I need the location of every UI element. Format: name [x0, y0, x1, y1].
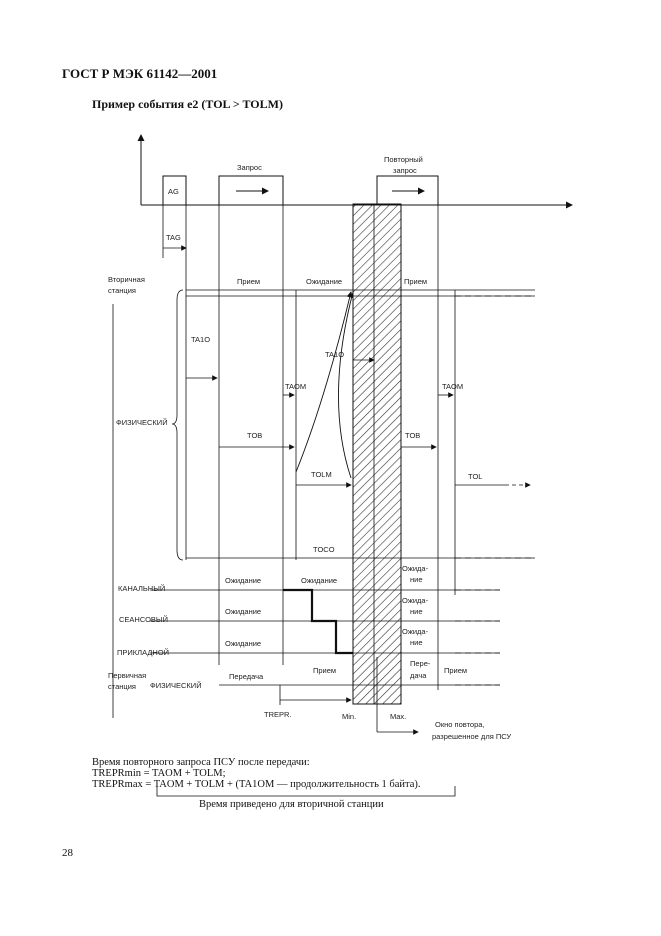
receive-label-2: Прием	[404, 277, 427, 286]
ta1o-mid-label: TA1O	[325, 350, 344, 359]
repeat-request-pulse	[376, 175, 439, 206]
trepr-label: TREPR.	[264, 710, 292, 719]
channel-label: КАНАЛЬНЫЙ	[118, 584, 165, 593]
ta1o-left-label: TA1O	[191, 335, 210, 344]
transmit-label: Передача	[229, 672, 264, 681]
repeat-request-label-1: Повторный	[384, 155, 423, 164]
formula-bracket	[156, 786, 456, 797]
note-line-2: TREPRmin = TAOM + TOLM;	[92, 768, 226, 779]
note-line-3: TREPRmax = TAOM + TOLM + (TA1OM — продол…	[92, 779, 421, 790]
taom-label-1: TAOM	[285, 382, 306, 391]
transmit-2-b: дача	[410, 671, 427, 680]
max-label: Max.	[390, 712, 406, 721]
note-line-4: Время приведено для вторичной станции	[199, 799, 384, 810]
physical-label: ФИЗИЧЕСКИЙ	[116, 418, 168, 427]
wait-label: Ожидание	[306, 277, 342, 286]
repeat-window-hatch	[352, 203, 402, 705]
tob-label-1: TOB	[247, 431, 262, 440]
note-line-1: Время повторного запроса ПСУ после перед…	[92, 757, 310, 768]
primary-station-label-2: станция	[108, 682, 136, 691]
wait-application-label: Ожидание	[225, 639, 261, 648]
receive-label: Прием	[237, 277, 260, 286]
toco-label: TOCO	[313, 545, 335, 554]
tolm-label: TOLM	[311, 470, 332, 479]
wait-r3-b: ние	[410, 638, 423, 647]
tol-label: TOL	[468, 472, 482, 481]
wait-channel-label-2: Ожидание	[301, 576, 337, 585]
receive-primary-label-2: Прием	[444, 666, 467, 675]
example-title: Пример события е2 (TOL > TOLM)	[92, 97, 283, 111]
wait-session-label: Ожидание	[225, 607, 261, 616]
session-label: СЕАНСОВЫЙ	[119, 615, 168, 624]
request-pulse	[218, 175, 284, 206]
repeat-request-label-2: запрос	[393, 166, 417, 175]
request-label: Запрос	[237, 163, 262, 172]
physical-brace	[171, 289, 184, 561]
wait-r2-b: ние	[410, 607, 423, 616]
secondary-station-label-1: Вторичная	[108, 275, 145, 284]
window-label-1: Окно повтора,	[435, 720, 485, 729]
tob-label-2: TOB	[405, 431, 420, 440]
primary-station-label-1: Первичная	[108, 671, 146, 680]
transmit-2-a: Пере-	[410, 659, 431, 668]
wait-channel-label: Ожидание	[225, 576, 261, 585]
physical-primary-label: ФИЗИЧЕСКИЙ	[150, 681, 202, 690]
wait-r3-a: Ожида-	[402, 627, 429, 636]
wait-r1-b: ние	[410, 575, 423, 584]
staircase-signal	[283, 588, 353, 655]
wait-r1-a: Ожида-	[402, 564, 429, 573]
ag-label: AG	[168, 187, 179, 196]
receive-primary-label: Прием	[313, 666, 336, 675]
window-label-2: разрешенное для ПСУ	[432, 732, 511, 741]
ag-pulse	[162, 175, 187, 206]
taom-label-2: TAOM	[442, 382, 463, 391]
tag-label: TAG	[166, 233, 181, 242]
wait-r2-a: Ожида-	[402, 596, 429, 605]
page-number: 28	[62, 847, 73, 859]
application-label: ПРИКЛАДНОЙ	[117, 648, 169, 657]
secondary-station-label-2: станция	[108, 286, 136, 295]
document-header: ГОСТ Р МЭК 61142—2001	[62, 66, 218, 81]
min-label: Min.	[342, 712, 356, 721]
